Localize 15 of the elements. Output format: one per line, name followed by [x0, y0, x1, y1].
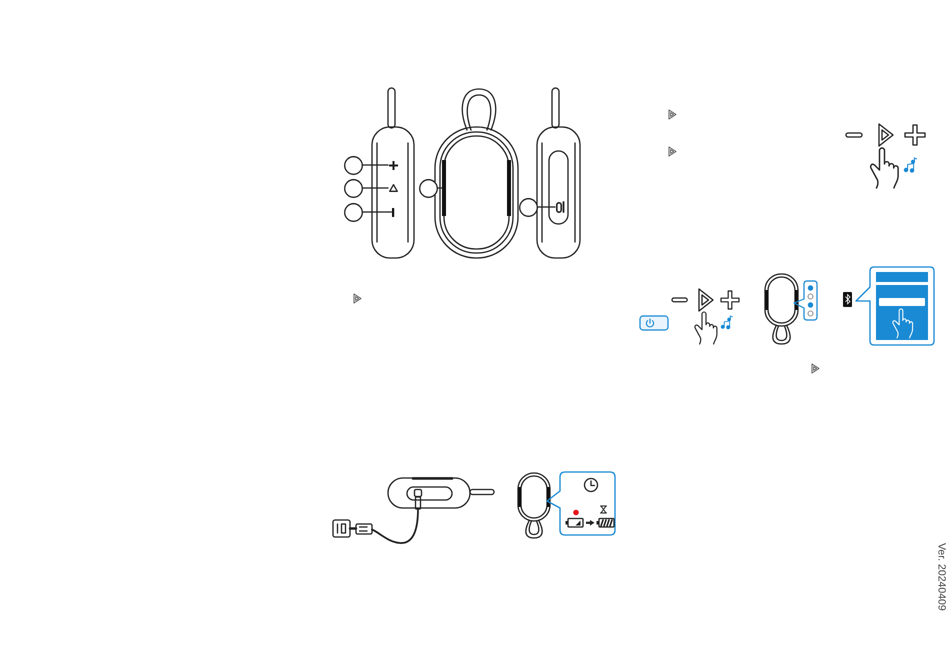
- callout-circle: [344, 156, 362, 174]
- leader-line: [362, 211, 392, 213]
- version-text: Ver. 20240409: [936, 543, 946, 611]
- triangle-icon: [388, 184, 398, 192]
- charging-port-icon: [556, 202, 562, 212]
- leader-line: [362, 164, 388, 166]
- callout-circle: [344, 202, 362, 222]
- callout-circle: [344, 178, 362, 198]
- callout-circle: [418, 178, 438, 198]
- leader-line: [538, 206, 556, 208]
- plus-icon: [388, 160, 398, 170]
- leader-line: [362, 187, 388, 189]
- callout-circle: [518, 198, 538, 216]
- speaker-grille-bar: [442, 160, 446, 216]
- minus-bar-icon: [392, 208, 394, 216]
